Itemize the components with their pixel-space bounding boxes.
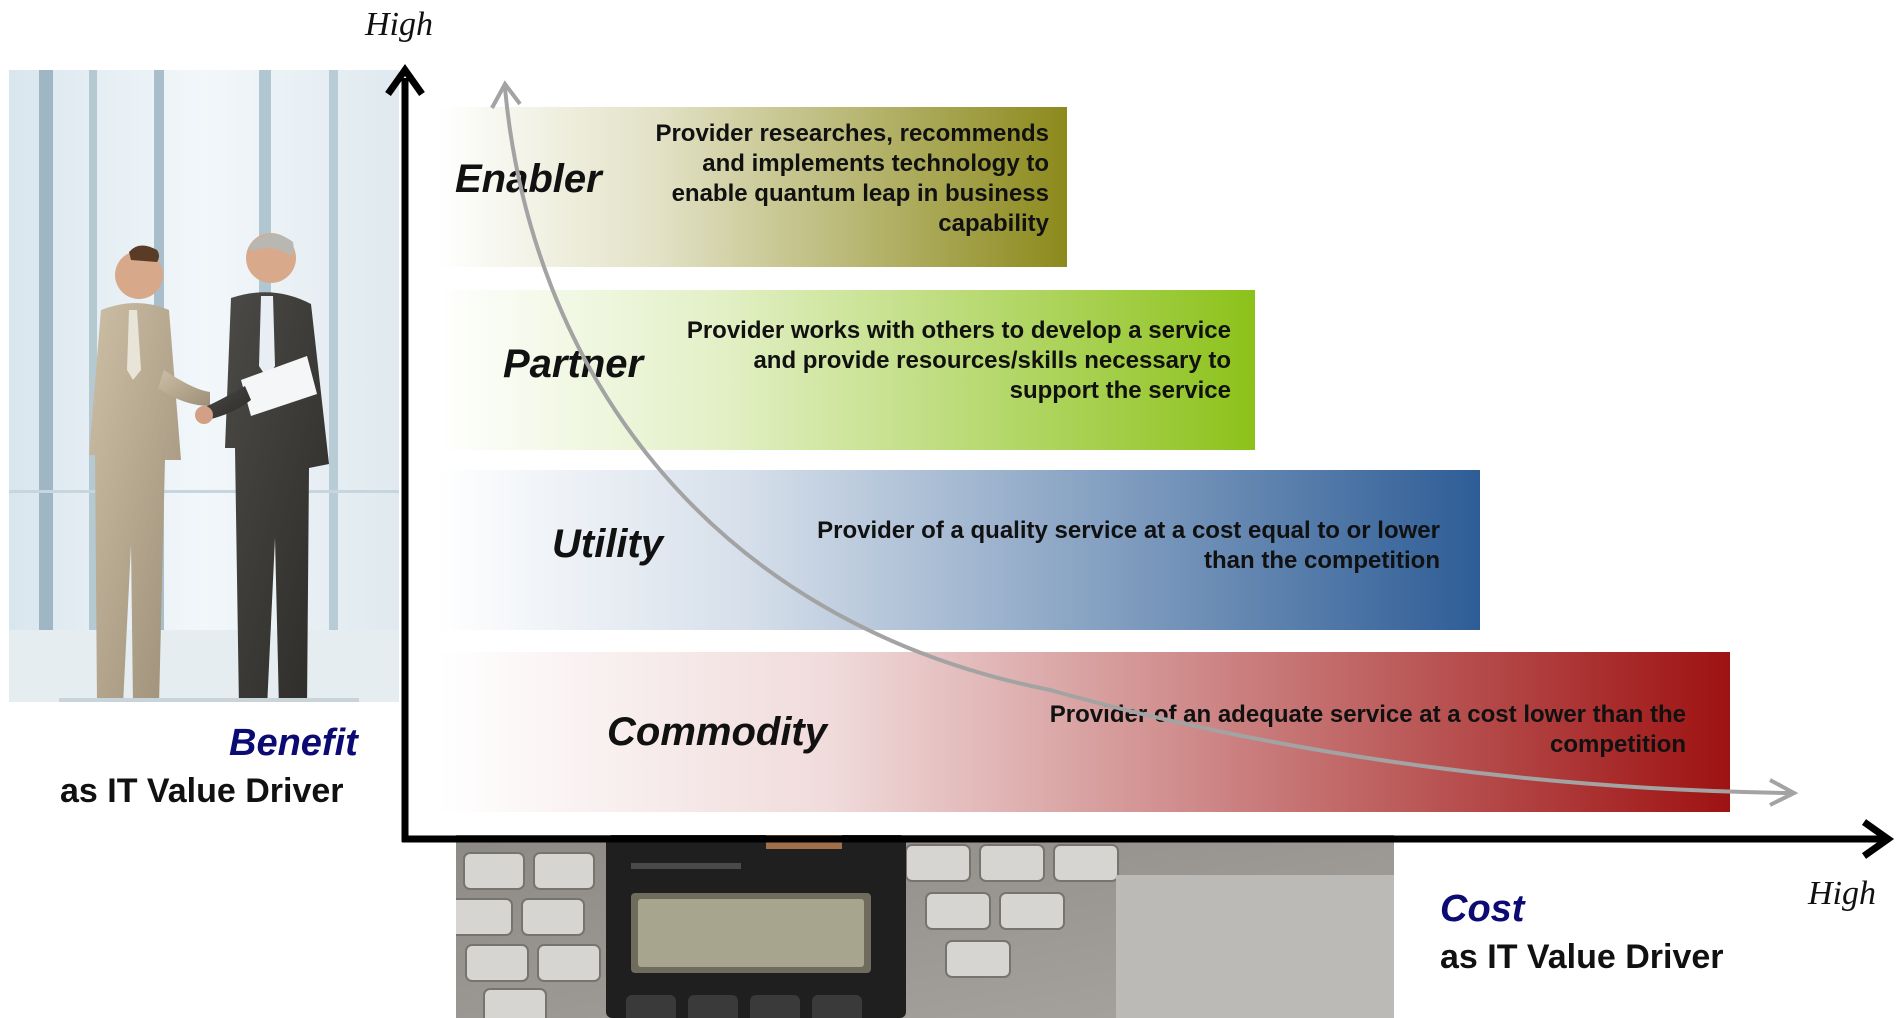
value-curve-arrow-right	[1769, 778, 1799, 807]
band-name: Commodity	[607, 710, 827, 754]
band-commodity: Commodity Provider of an adequate servic…	[437, 652, 1730, 812]
band-name: Utility	[552, 522, 664, 566]
x-axis-arrow	[1861, 819, 1895, 859]
y-axis-arrow	[385, 63, 425, 97]
band-description: Provider of an adequate service at a cos…	[1049, 701, 1686, 758]
band-partner: Partner Provider works with others to de…	[437, 290, 1255, 450]
value-curve-arrow-top	[490, 80, 522, 109]
band-description: Provider researches, recommends and impl…	[655, 120, 1049, 237]
x-axis-high-label: High	[1808, 875, 1876, 912]
band-name: Enabler	[455, 157, 602, 201]
benefit-title: Benefit	[229, 722, 358, 764]
cost-title: Cost	[1440, 888, 1525, 930]
calculator-keyboard-photo	[456, 835, 1394, 1018]
band-enabler: Enabler Provider researches, recommends …	[437, 107, 1067, 267]
cost-subtitle: as IT Value Driver	[1440, 938, 1724, 976]
band-name: Partner	[503, 342, 644, 386]
value-curve	[503, 87, 1791, 795]
band-utility: Utility Provider of a quality service at…	[437, 470, 1480, 630]
y-axis-high-label: High	[365, 6, 433, 43]
band-description: Provider works with others to develop a …	[686, 317, 1231, 404]
band-description: Provider of a quality service at a cost …	[817, 517, 1440, 574]
business-handshake-photo	[9, 70, 399, 702]
benefit-subtitle: as IT Value Driver	[60, 772, 344, 810]
